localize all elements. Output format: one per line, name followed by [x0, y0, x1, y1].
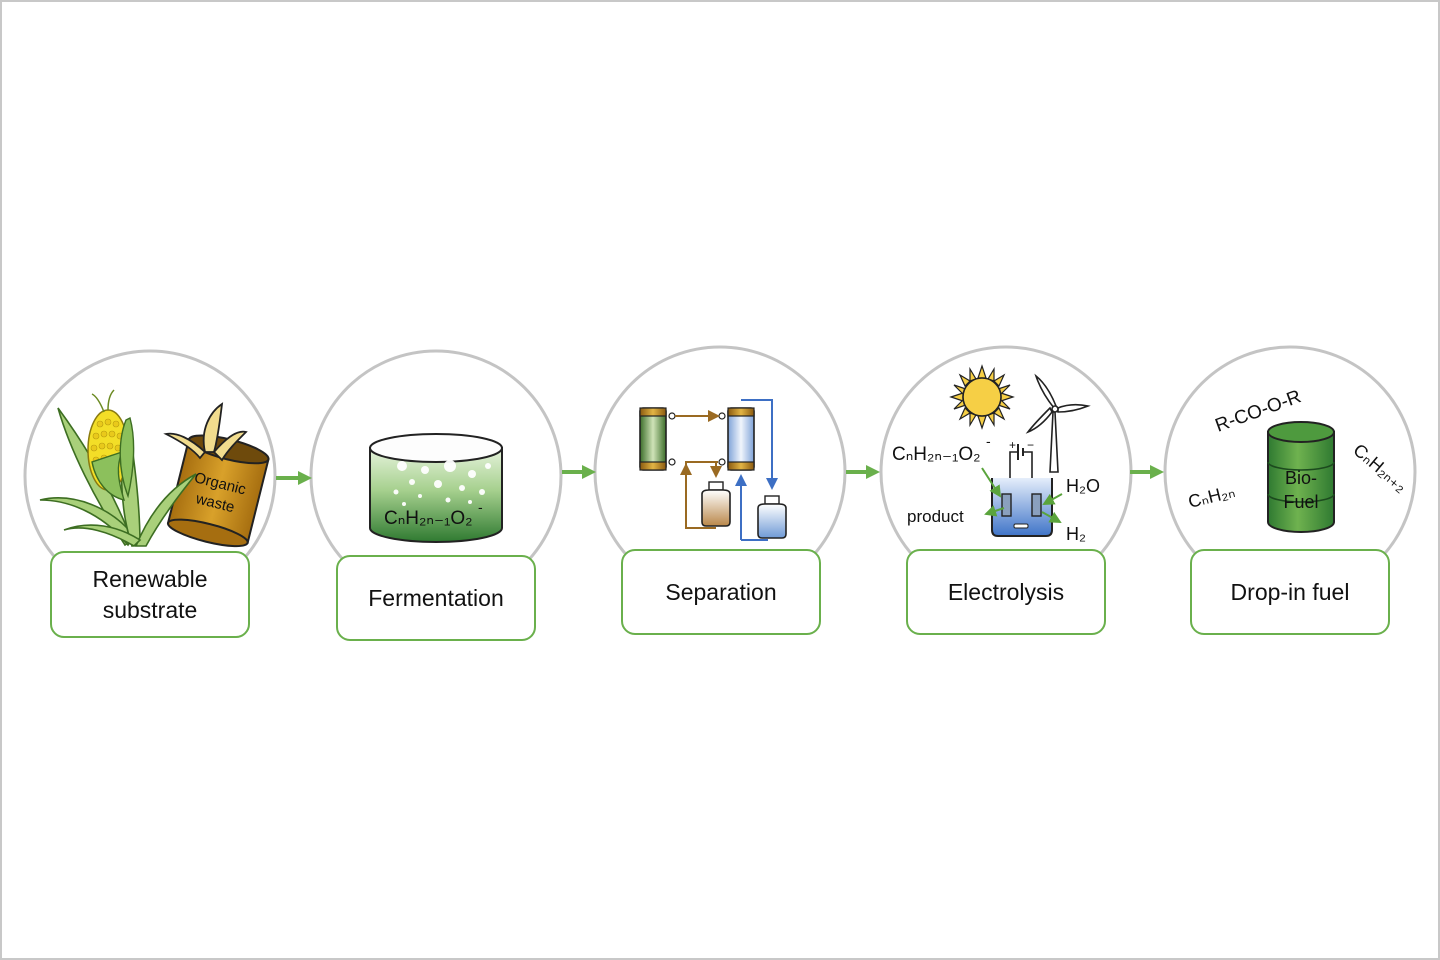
barrel-label-line2: Fuel [1283, 492, 1318, 512]
hydrogen-label: H₂ [1066, 524, 1086, 544]
bottle-brown [701, 481, 731, 527]
separation-columns-icon [639, 399, 787, 541]
barrel-label-line1: Bio- [1285, 468, 1317, 488]
label-line: substrate [102, 596, 198, 623]
electrolysis-cell-icon: + − CₙH₂ₙ₋₁O₂ - H₂O H₂ product [892, 364, 1100, 544]
label-renewable-substrate: Renewable substrate [50, 551, 250, 638]
power-source: + − [1009, 438, 1034, 496]
anode [1001, 493, 1012, 517]
fermentation-formula-charge: - [478, 499, 483, 515]
electrolysis-formula: CₙH₂ₙ₋₁O₂ [892, 444, 981, 465]
label-line: Fermentation [368, 584, 504, 611]
electrolysis-beaker [991, 478, 1053, 537]
stir-bar [1013, 523, 1029, 529]
flow-arrow-1 [276, 471, 312, 485]
label-separation: Separation [621, 549, 821, 635]
fermentation-formula: CₙH₂ₙ₋₁O₂ [384, 508, 473, 529]
column-right [727, 407, 755, 471]
label-fermentation: Fermentation [336, 555, 536, 641]
plus-sign: + [1009, 438, 1016, 452]
label-line: Separation [665, 578, 777, 605]
sun-icon [949, 364, 1015, 430]
bottle-blue [757, 495, 787, 539]
label-line: Electrolysis [947, 578, 1065, 605]
label-drop-in-fuel: Drop-in fuel [1190, 549, 1390, 635]
cathode [1031, 493, 1042, 517]
product-label: product [907, 507, 964, 526]
label-electrolysis: Electrolysis [906, 549, 1106, 635]
label-line: Drop-in fuel [1230, 578, 1350, 605]
corn-cob-icon [87, 389, 135, 501]
minus-sign: − [1027, 438, 1034, 452]
flow-arrow-2 [562, 465, 596, 479]
flow-arrow-4 [1130, 465, 1164, 479]
wind-turbine-icon [1025, 373, 1091, 473]
electrolysis-formula-charge: - [986, 433, 991, 449]
corn-and-waste-can-icon: Organic waste [39, 389, 270, 548]
organic-waste-can: Organic waste [166, 434, 270, 548]
column-left [639, 407, 667, 471]
banana-peel-icon [163, 402, 248, 462]
water-label: H₂O [1066, 476, 1100, 496]
flow-arrow-3 [846, 465, 880, 479]
label-line: Renewable [92, 565, 208, 592]
fermentation-tank-icon: CₙH₂ₙ₋₁O₂ - [369, 433, 503, 543]
